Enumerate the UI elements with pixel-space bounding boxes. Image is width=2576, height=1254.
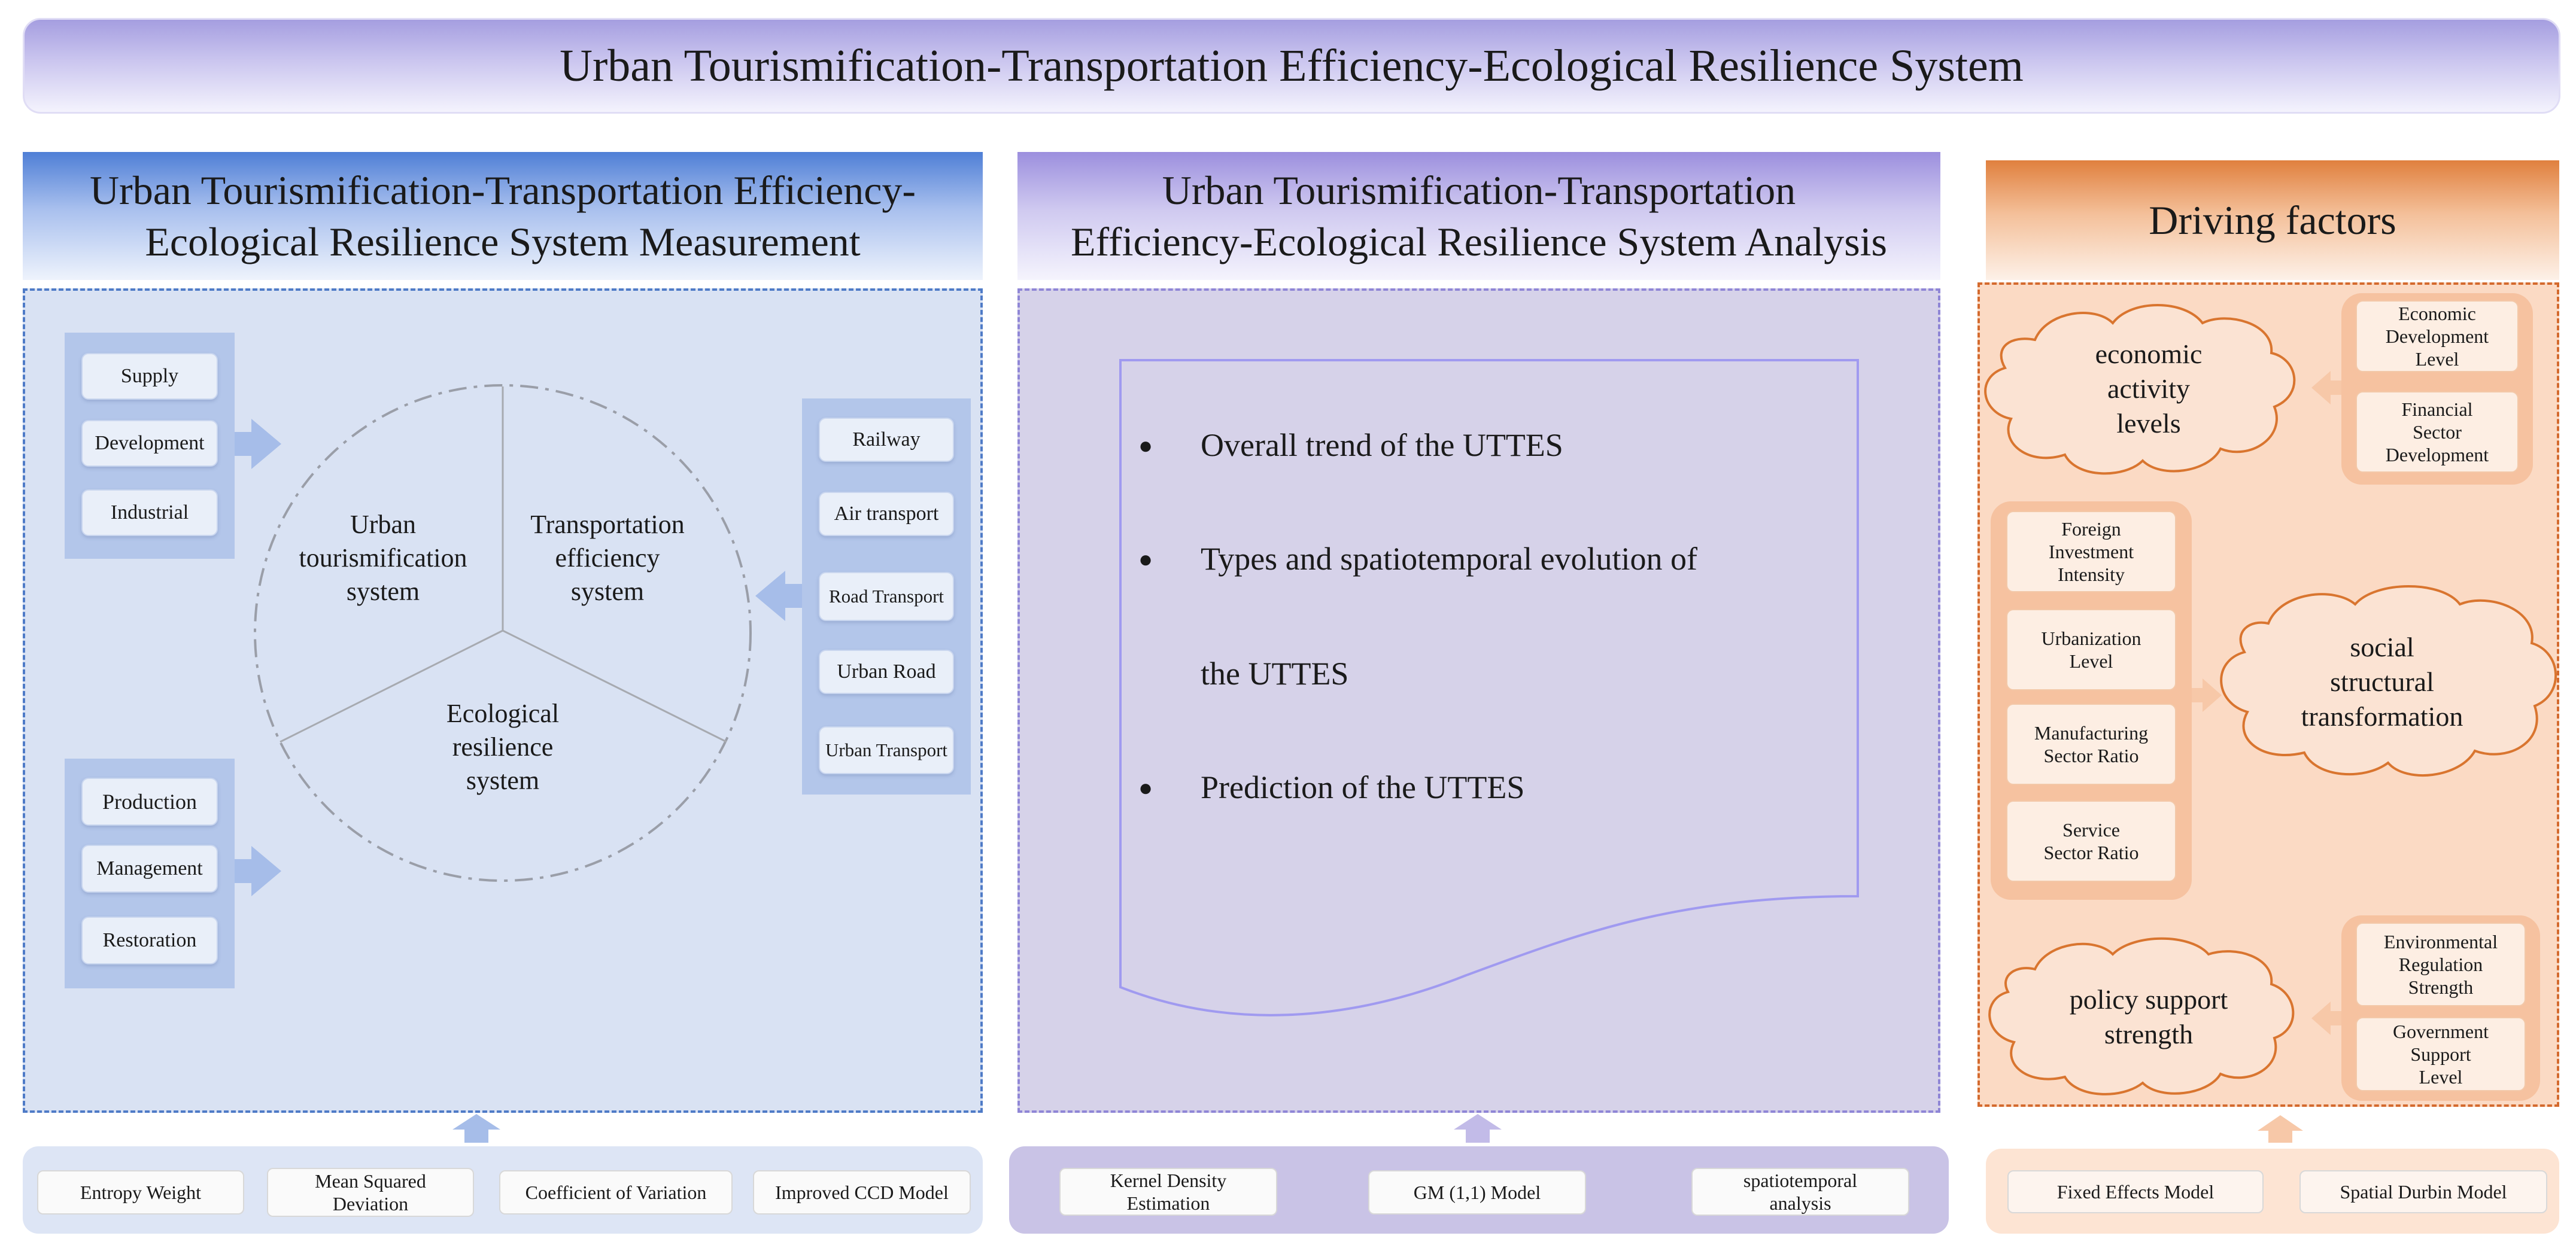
factor-urbanization-level: Urbanization Level <box>2006 609 2176 690</box>
divider-right <box>502 629 727 743</box>
arrow-left-policy <box>2311 1002 2341 1035</box>
method-fixed-effects-model: Fixed Effects Model <box>2007 1170 2264 1213</box>
transportation-efficiency-label: Transportation efficiency system <box>515 507 700 609</box>
bullet-2-continued: the UTTES <box>1201 656 1349 692</box>
social-cloud-line2: structural <box>2330 666 2434 697</box>
bullet-1: ● Overall trend of the UTTES <box>1138 422 1833 468</box>
economic-cloud-shape <box>1984 304 2296 475</box>
urban-label-line3: system <box>346 577 420 606</box>
transport-label-line2: efficiency <box>555 543 660 573</box>
arrow-right-social <box>2192 678 2222 712</box>
bullet-dot: ● <box>1138 431 1153 459</box>
ecological-label-line1: Ecological <box>446 699 560 728</box>
arrow-left-transport <box>755 571 802 621</box>
social-transformation-cloud-label: social structural transformation <box>2262 622 2502 742</box>
urban-label-line1: Urban <box>350 510 416 539</box>
method-kernel-density: Kernel Density Estimation <box>1059 1168 1277 1216</box>
circle-dividers <box>280 386 727 743</box>
system-circle <box>254 384 752 882</box>
ecological-label-line2: resilience <box>452 732 554 762</box>
social-cloud-line1: social <box>2350 632 2414 662</box>
factor-government-support-level: Government Support Level <box>2356 1017 2526 1091</box>
analysis-header: Urban Tourismification-Transportation Ef… <box>1017 152 1940 280</box>
driver-arrows <box>2192 371 2341 1143</box>
indicator-urban-road: Urban Road <box>819 650 954 694</box>
indicator-production: Production <box>81 778 218 826</box>
urban-label-line2: tourismification <box>299 543 467 573</box>
factor-environmental-regulation-strength: Environmental Regulation Strength <box>2356 923 2526 1006</box>
arrow-right-bottom <box>235 846 281 896</box>
method-coefficient-of-variation: Coefficient of Variation <box>499 1170 733 1215</box>
indicator-railway: Railway <box>819 418 954 462</box>
indicator-management: Management <box>81 845 218 893</box>
factor-manufacturing-sector-ratio: Manufacturing Sector Ratio <box>2006 704 2176 785</box>
bullet-dot: ● <box>1138 774 1153 801</box>
main-title: Urban Tourismification-Transportation Ef… <box>23 18 2560 114</box>
indicator-urban-transport: Urban Transport <box>819 726 954 774</box>
arrow-up-drivers <box>2258 1115 2303 1143</box>
factor-economic-development-level: Economic Development Level <box>2356 300 2519 372</box>
policy-cloud-line2: strength <box>2104 1019 2194 1049</box>
bullet-overall-trend: Overall trend of the UTTES <box>1201 427 1563 463</box>
method-improved-ccd-model: Improved CCD Model <box>753 1170 971 1215</box>
economic-activity-cloud-label: economic activity levels <box>2035 329 2262 449</box>
method-spatial-durbin-model: Spatial Durbin Model <box>2299 1170 2547 1213</box>
measurement-header-line2: Ecological Resilience System Measurement <box>145 219 861 264</box>
method-gm-model: GM (1,1) Model <box>1368 1170 1586 1215</box>
policy-cloud-line1: policy support <box>2069 984 2228 1015</box>
economic-cloud-line2: activity <box>2107 373 2190 404</box>
analysis-document <box>1119 359 1859 1016</box>
method-entropy-weight: Entropy Weight <box>37 1170 244 1215</box>
indicator-road-transport: Road Transport <box>819 572 954 621</box>
analysis-header-line2: Efficiency-Ecological Resilience System … <box>1070 219 1888 264</box>
economic-cloud-line1: economic <box>2095 339 2203 369</box>
arrow-up-measurement <box>452 1114 500 1143</box>
bullet-2: ● Types and spatiotemporal evolution of <box>1138 536 1833 582</box>
indicator-industrial: Industrial <box>81 489 218 536</box>
indicator-air-transport: Air transport <box>819 492 954 536</box>
drivers-header: Driving factors <box>1986 160 2559 280</box>
indicator-restoration: Restoration <box>81 917 218 964</box>
social-cloud-line3: transformation <box>2301 701 2463 732</box>
policy-support-cloud-label: policy support strength <box>2035 969 2262 1065</box>
method-spatiotemporal-analysis: spatiotemporal analysis <box>1691 1168 1909 1216</box>
measurement-header: Urban Tourismification-Transportation Ef… <box>23 152 983 280</box>
transport-label-line3: system <box>570 577 645 606</box>
measurement-header-line1: Urban Tourismification-Transportation Ef… <box>89 168 916 213</box>
transport-label-line1: Transportation <box>530 510 685 539</box>
arrow-right-top <box>235 419 281 469</box>
measurement-arrows <box>235 419 802 1143</box>
urban-tourismification-label: Urban tourismification system <box>293 507 473 609</box>
factor-foreign-investment-intensity: Foreign Investment Intensity <box>2006 511 2176 592</box>
social-cloud-shape <box>2220 585 2557 777</box>
driver-clouds <box>1984 304 2557 1095</box>
indicator-supply: Supply <box>81 353 218 400</box>
method-mean-squared-deviation: Mean Squared Deviation <box>267 1168 474 1217</box>
bullet-types-evolution: Types and spatiotemporal evolution of <box>1201 541 1698 577</box>
ecological-label-line3: system <box>466 766 540 795</box>
ecological-resilience-label: Ecological resilience system <box>413 696 593 798</box>
policy-cloud-shape <box>1988 937 2295 1095</box>
indicator-development: Development <box>81 420 218 467</box>
bullet-3: ● Prediction of the UTTES <box>1138 765 1833 810</box>
divider-left <box>280 629 503 743</box>
arrow-left-economic <box>2311 371 2341 404</box>
factor-service-sector-ratio: Service Sector Ratio <box>2006 801 2176 882</box>
arrow-up-analysis <box>1454 1114 1502 1143</box>
analysis-header-line1: Urban Tourismification-Transportation <box>1162 168 1796 213</box>
bullet-prediction: Prediction of the UTTES <box>1201 769 1525 805</box>
economic-cloud-line3: levels <box>2116 408 2181 439</box>
bullet-dot: ● <box>1138 545 1153 573</box>
factor-financial-sector-development: Financial Sector Development <box>2356 391 2519 473</box>
